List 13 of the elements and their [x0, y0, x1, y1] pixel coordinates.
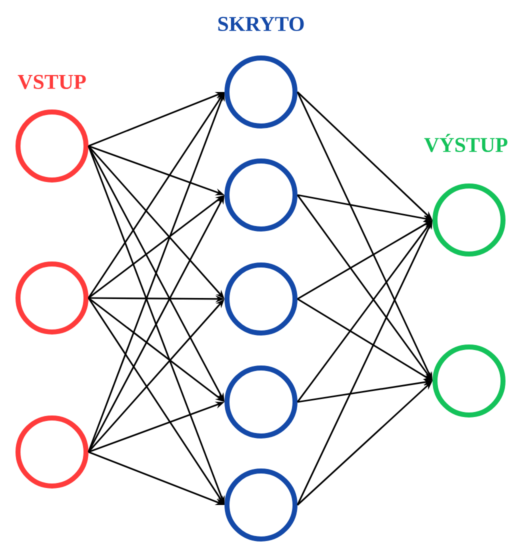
layer-label: VSTUP	[18, 74, 86, 90]
neuron-circle	[16, 110, 88, 182]
neuron-circle	[224, 56, 298, 128]
neuron-circle	[16, 262, 88, 334]
neuron-circle	[224, 366, 298, 438]
neuron-circle	[224, 262, 298, 336]
neuron-circle	[16, 416, 88, 488]
neuron-circle	[432, 344, 506, 418]
layer-label: VÝSTUP	[424, 134, 508, 152]
layer-label: SKRYTO	[218, 16, 304, 32]
neuron-circle	[224, 158, 298, 232]
neuron-circle	[224, 468, 298, 542]
neuron-circle	[432, 184, 506, 256]
